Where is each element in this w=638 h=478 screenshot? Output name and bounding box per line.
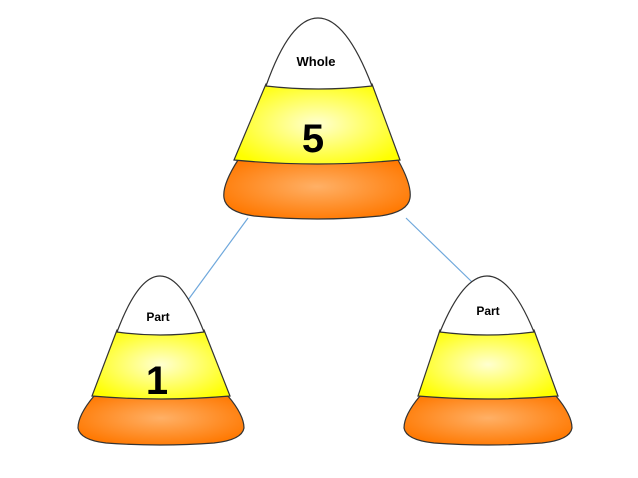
part-right-base-band [403,395,573,446]
part-left-middle-band [91,329,231,400]
part-left-candy-corn: Part 1 [77,275,245,446]
whole-base-band [223,159,411,220]
whole-candy-corn: Whole 5 [223,17,411,220]
part-left-label: Part [146,310,169,324]
connector-left [187,217,249,301]
whole-value: 5 [302,117,324,161]
part-right-middle-band [417,329,559,400]
part-right-tip [439,275,535,336]
part-left-tip [116,275,205,336]
part-left-value: 1 [146,359,168,403]
whole-tip [265,17,373,90]
part-left-base-band [77,395,245,446]
part-right-candy-corn: Part [403,275,573,446]
part-right-label: Part [476,304,499,318]
whole-label: Whole [297,54,336,69]
connector-right [405,217,473,283]
whole-middle-band [233,83,401,165]
